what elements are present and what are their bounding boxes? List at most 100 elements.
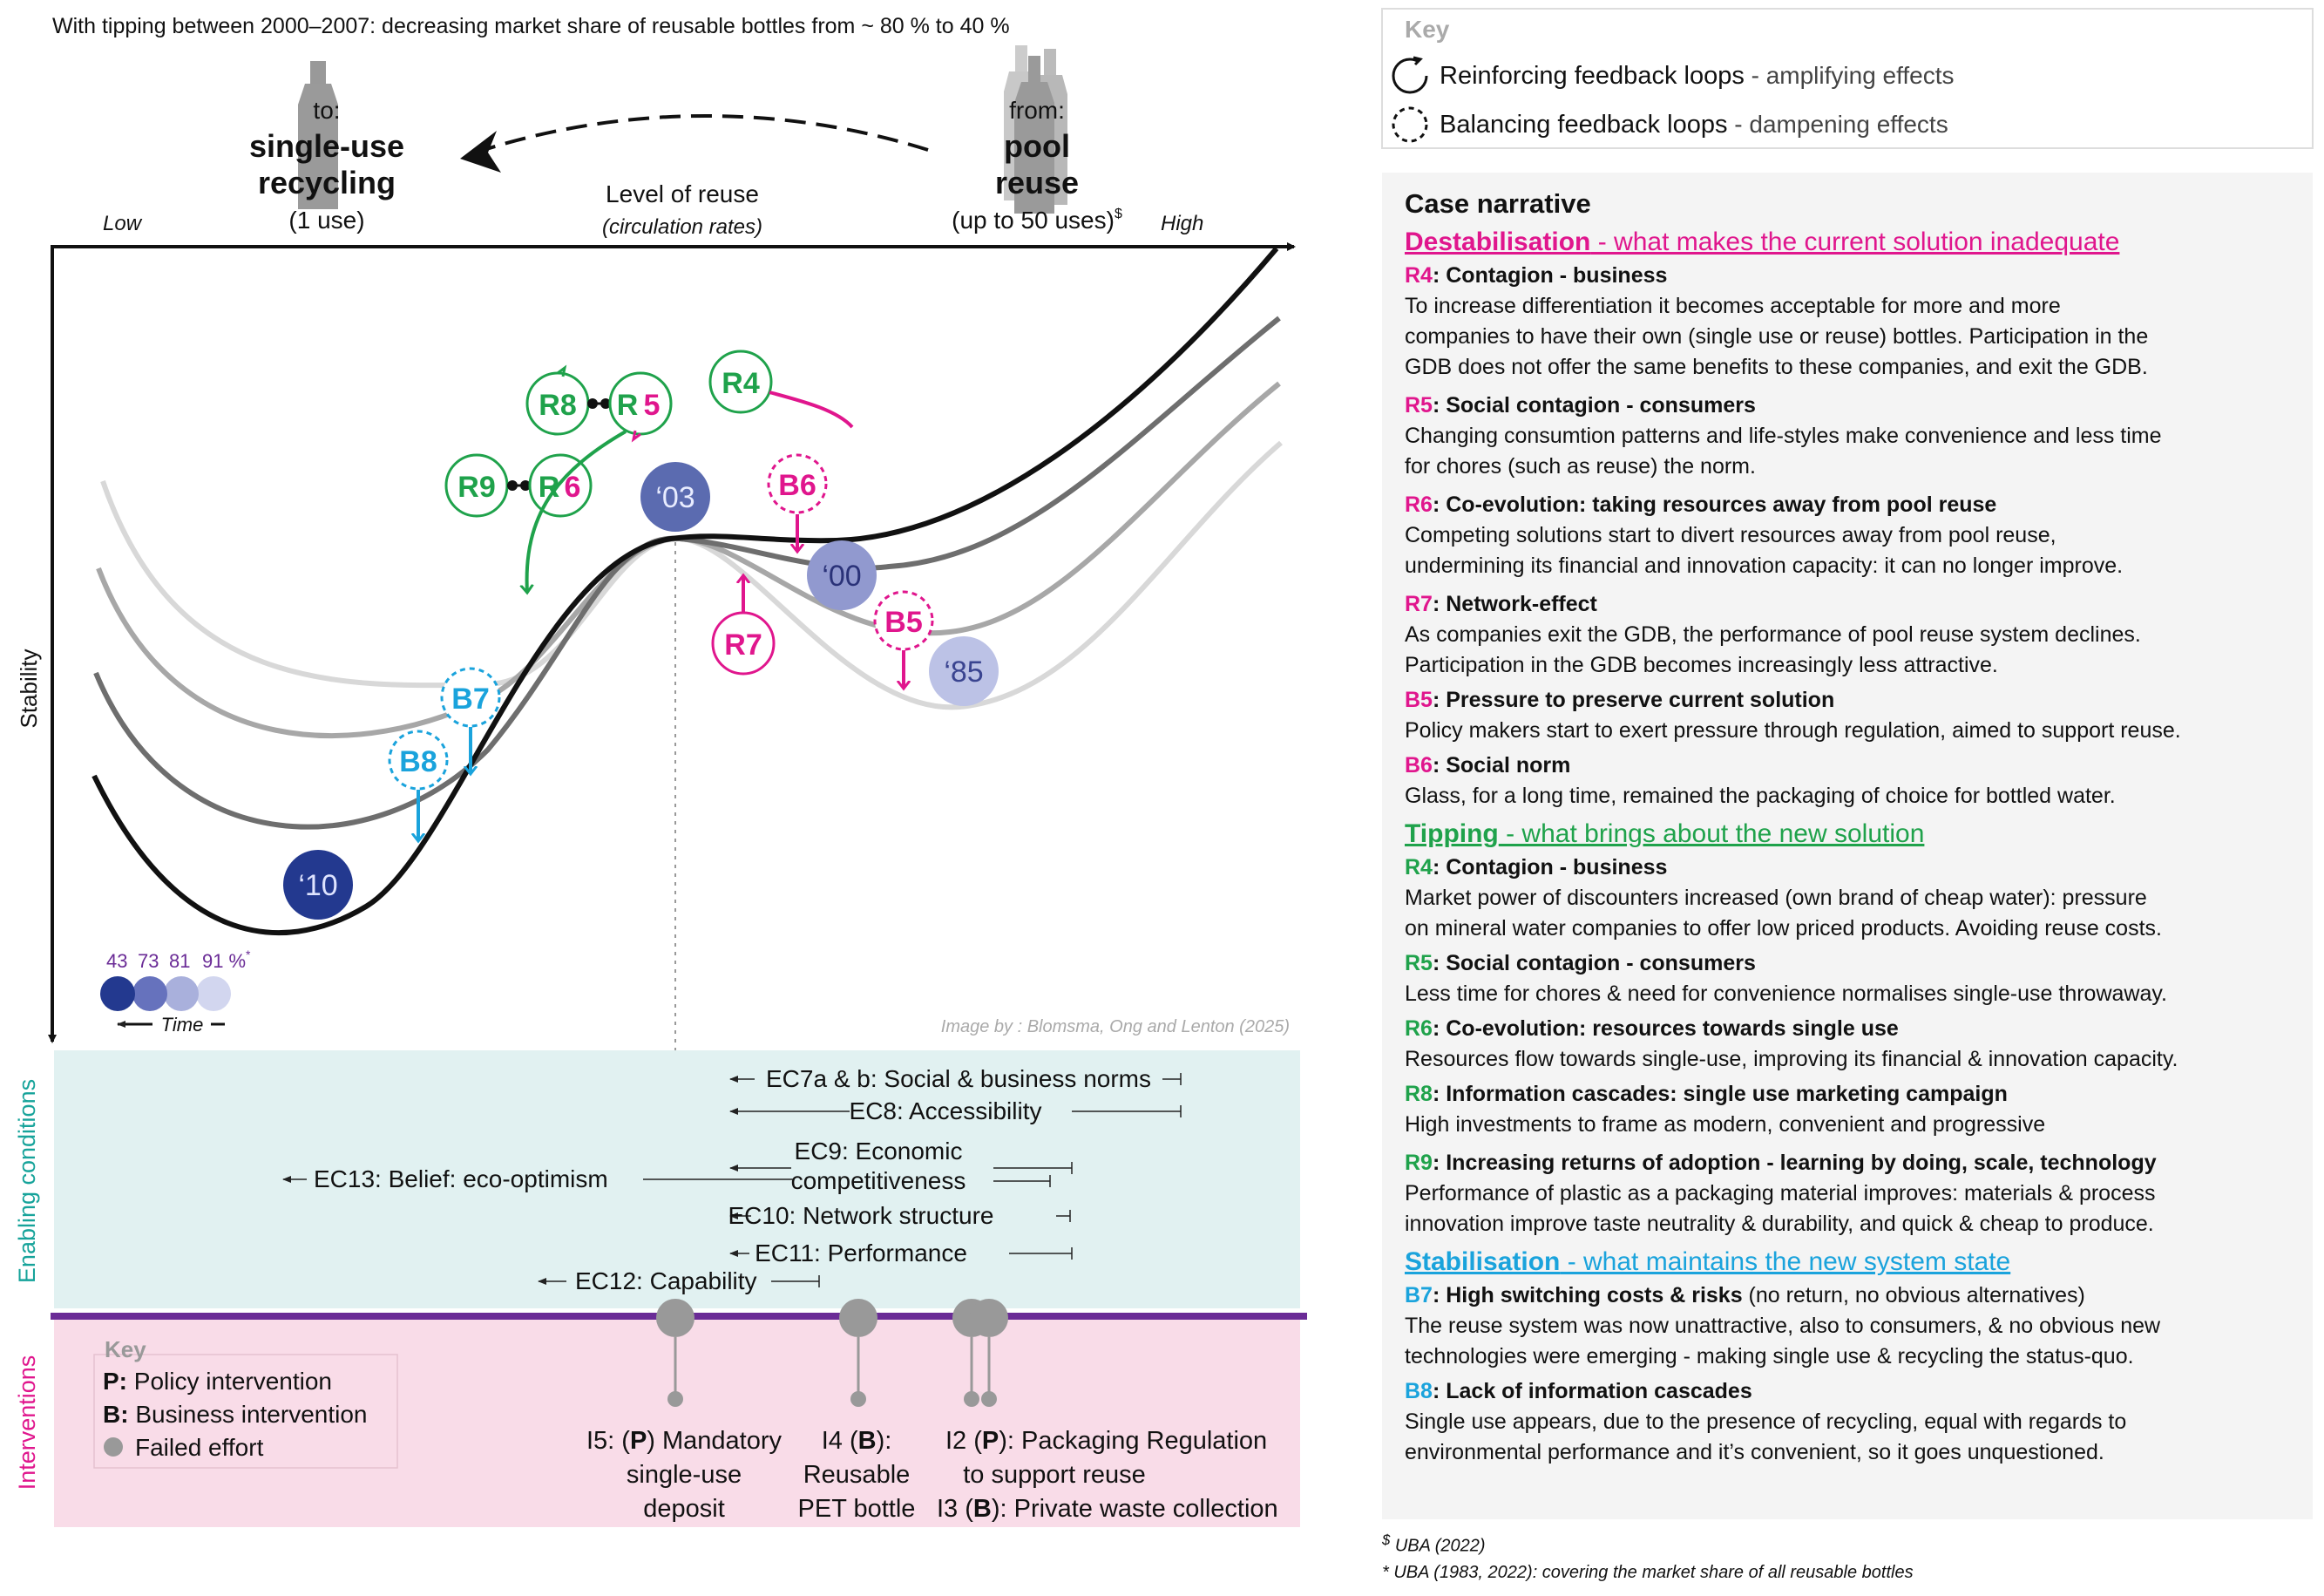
transition-arrow	[483, 114, 929, 152]
svg-text:B: Business intervention: B: Business intervention	[103, 1401, 367, 1428]
destab-r5-body1: Changing consumtion patterns and life-st…	[1405, 424, 2162, 448]
enabling-conditions-label: Enabling conditions	[14, 1079, 40, 1283]
svg-text:I4 (B):: I4 (B):	[822, 1427, 892, 1455]
tip-r9: R9: Increasing returns of adoption - lea…	[1405, 1151, 2157, 1175]
footnote-1: $ UBA (2022)	[1382, 1531, 1486, 1556]
loop-r4: R4	[708, 350, 773, 414]
narrative-title: Case narrative	[1405, 188, 1591, 219]
svg-text:EC8: Accessibility: EC8: Accessibility	[850, 1097, 1042, 1124]
destab-r4-body1: To increase differentiation it becomes a…	[1405, 294, 2061, 318]
loop-r9: R9	[444, 453, 509, 518]
year-1985-marker: ‘85	[929, 636, 999, 706]
svg-text:EC12: Capability: EC12: Capability	[575, 1267, 757, 1294]
intervention-i5-label: I5: (P) Mandatory single-use deposit	[586, 1427, 783, 1523]
stab-b7-body2: technologies were emerging - making sing…	[1405, 1344, 2134, 1368]
intervention-i2-label: I2 (P): Packaging Regulation to support …	[945, 1427, 1267, 1489]
destab-r6: R6: Co-evolution: taking resources away …	[1405, 492, 1997, 517]
destab-b6-body1: Glass, for a long time, remained the pac…	[1405, 784, 2116, 808]
svg-text:I3 (B): Private waste collecti: I3 (B): Private waste collection	[937, 1495, 1278, 1523]
link-r9-r6	[507, 480, 532, 491]
intervention-i5-pin	[656, 1299, 694, 1407]
svg-text:Key: Key	[1405, 16, 1450, 43]
y-axis-label: Stability	[16, 649, 42, 728]
svg-text:Failed effort: Failed effort	[135, 1434, 264, 1461]
svg-text:EC13: Belief: eco-optimism: EC13: Belief: eco-optimism	[314, 1165, 608, 1192]
svg-text:EC7a & b: Social & business no: EC7a & b: Social & business norms	[766, 1065, 1151, 1092]
tip-r5: R5: Social contagion - consumers	[1405, 951, 1756, 975]
ec10-row: EC10: Network structure	[728, 1202, 1071, 1229]
svg-text:from:: from:	[1009, 97, 1065, 124]
destab-r7: R7: Network-effect	[1405, 592, 1597, 616]
stab-b7-body1: The reuse system was now unattractive, a…	[1405, 1314, 2161, 1338]
svg-text:‘03: ‘03	[655, 481, 694, 514]
svg-text:B8: B8	[399, 745, 437, 778]
reuse-bottles-icon	[1004, 45, 1067, 214]
svg-text:B5: B5	[884, 606, 922, 639]
loop-r5: R 5	[608, 371, 673, 443]
svg-text:EC9: Economic: EC9: Economic	[795, 1138, 963, 1165]
svg-text:‘85: ‘85	[944, 655, 983, 689]
svg-text:81: 81	[169, 950, 190, 972]
single-use-bottle-icon	[298, 61, 338, 209]
curve-2000	[96, 381, 1281, 738]
svg-text:EC11: Performance: EC11: Performance	[755, 1239, 967, 1267]
tip-r9-body1: Performance of plastic as a packaging ma…	[1405, 1181, 2156, 1205]
ec7-row: EC7a & b: Social & business norms	[729, 1065, 1182, 1092]
svg-text:(up to 50 uses)$: (up to 50 uses)$	[952, 207, 1122, 234]
image-credit: Image by : Blomsma, Ong and Lenton (2025…	[941, 1017, 1290, 1036]
year-2010-marker: ‘10	[283, 850, 353, 920]
time-legend: 43 73 81 91%* Time	[100, 947, 251, 1036]
svg-text:(1 use): (1 use)	[288, 207, 364, 234]
tip-r6-body1: Resources flow towards single-use, impro…	[1405, 1047, 2178, 1071]
svg-text:pool: pool	[1004, 128, 1070, 164]
x-axis-title: Level of reuse	[606, 180, 759, 207]
interventions-key: Key P: Policy intervention B: Business i…	[93, 1336, 398, 1469]
stab-b7: B7: High switching costs & risks (no ret…	[1405, 1283, 2085, 1307]
year-2003-marker: ‘03	[640, 462, 710, 532]
svg-text:R: R	[617, 389, 639, 422]
svg-text:R9: R9	[457, 471, 495, 504]
interventions-label: Interventions	[14, 1355, 40, 1491]
svg-text:deposit: deposit	[643, 1495, 725, 1523]
destab-r6-body1: Competing solutions start to divert reso…	[1405, 523, 2056, 547]
stab-b8: B8: Lack of information cascades	[1405, 1379, 1752, 1403]
tip-r8-body1: High investments to frame as modern, con…	[1405, 1112, 2046, 1137]
tipping-heading: Tipping - what brings about the new solu…	[1405, 819, 1925, 848]
destab-b5: B5: Pressure to preserve current solutio…	[1405, 688, 1835, 712]
svg-text:I2 (P): Packaging Regulation: I2 (P): Packaging Regulation	[945, 1427, 1267, 1455]
svg-text:5: 5	[644, 389, 661, 422]
svg-text:R4: R4	[722, 367, 760, 400]
svg-text:reuse: reuse	[995, 165, 1079, 200]
svg-text:B6: B6	[778, 469, 816, 502]
loop-b5: B5	[873, 590, 934, 651]
loop-r8: R8	[525, 364, 590, 436]
x-axis-high: High	[1161, 212, 1203, 235]
svg-text:competitiveness: competitiveness	[791, 1167, 966, 1194]
svg-text:to support reuse: to support reuse	[963, 1461, 1146, 1489]
svg-text:91%*: 91%*	[202, 947, 251, 972]
ec8-row: EC8: Accessibility	[729, 1097, 1182, 1124]
year-2000-marker: ‘00	[807, 540, 877, 610]
svg-text:‘00: ‘00	[822, 560, 861, 593]
curve-2010	[91, 247, 1279, 936]
balancing-loop-icon	[1392, 106, 1428, 143]
svg-text:‘10: ‘10	[298, 869, 337, 902]
svg-text:recycling: recycling	[258, 165, 396, 200]
intervention-i3-pin	[970, 1299, 1008, 1407]
svg-text:PET bottle: PET bottle	[798, 1495, 916, 1523]
tip-r8: R8: Information cascades: single use mar…	[1405, 1082, 2008, 1106]
tip-r9-body2: innovation improve taste neutrality & du…	[1405, 1212, 2154, 1236]
footnote-2: * UBA (1983, 2022): covering the market …	[1382, 1562, 1914, 1582]
svg-text:to:: to:	[313, 97, 340, 124]
svg-text:73: 73	[138, 950, 159, 972]
svg-text:Reinforcing feedback loops - a: Reinforcing feedback loops - amplifying …	[1440, 62, 1955, 90]
destab-r5-body2: for chores (such as reuse) the norm.	[1405, 454, 1756, 479]
ec12-row: EC12: Capability	[538, 1267, 820, 1294]
case-narrative-panel: Case narrative Destabilisation - what ma…	[1382, 173, 2313, 1519]
svg-text:single-use: single-use	[249, 128, 404, 164]
loop-b6: B6	[767, 453, 828, 514]
tip-r4-body2: on mineral water companies to offer low …	[1405, 916, 2162, 941]
loop-b8: B8	[388, 730, 449, 791]
intervention-i4-label: I4 (B): Reusable PET bottle	[798, 1427, 916, 1523]
